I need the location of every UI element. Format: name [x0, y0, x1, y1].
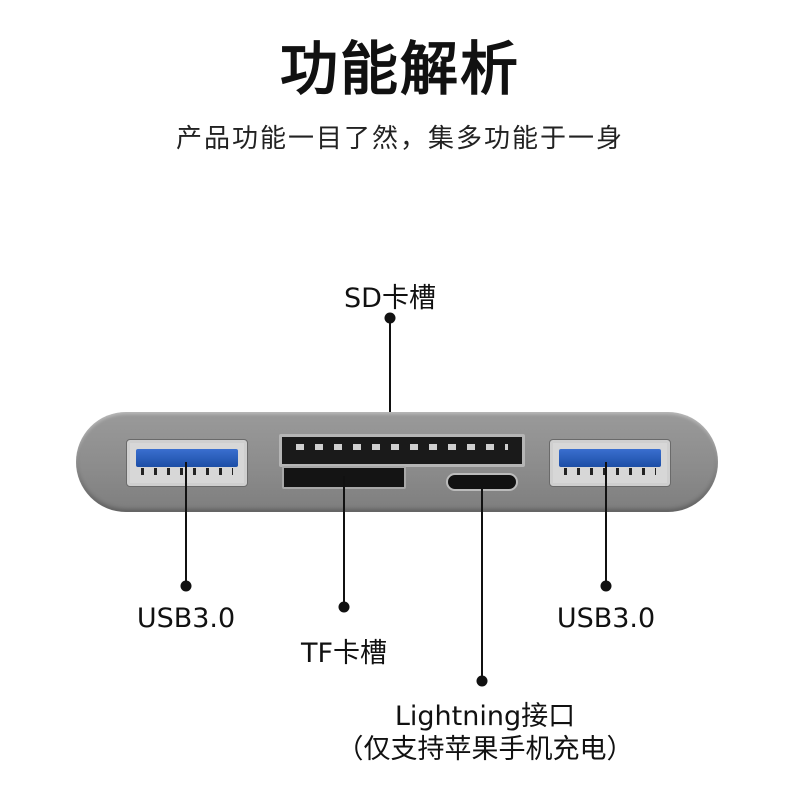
tf-slot-label: TF卡槽: [300, 638, 388, 669]
usb-port-right-pins: [564, 468, 656, 475]
usb-left-callout-dot: [180, 580, 192, 592]
usb-right-callout-line: [605, 462, 607, 586]
sd-slot-label: SD卡槽: [344, 283, 436, 314]
lightning-callout-dot: [476, 675, 488, 687]
usb-right-callout-dot: [600, 580, 612, 592]
usb-left-callout-line: [185, 462, 187, 586]
sd-callout-line: [389, 318, 391, 438]
usb-port-right-tongue: [559, 449, 661, 467]
tf-callout-dot: [338, 601, 350, 613]
lightning-label: Lightning接口: [394, 701, 576, 732]
page-title: 功能解析: [279, 35, 520, 103]
usb-port-left-tongue: [136, 449, 238, 467]
usb-port-left: [126, 439, 248, 487]
usb-left-label: USB3.0: [136, 603, 236, 634]
sd-card-slot-pins: [296, 444, 508, 450]
usb-right-label: USB3.0: [556, 603, 656, 634]
sd-card-slot: [279, 434, 525, 467]
tf-callout-line: [343, 476, 345, 607]
lightning-callout-line: [481, 482, 483, 681]
usb-port-right: [549, 439, 671, 487]
page-subtitle: 产品功能一目了然，集多功能于一身: [175, 124, 624, 154]
lightning-note: （仅支持苹果手机充电）: [336, 734, 634, 765]
usb-port-left-pins: [141, 468, 233, 475]
